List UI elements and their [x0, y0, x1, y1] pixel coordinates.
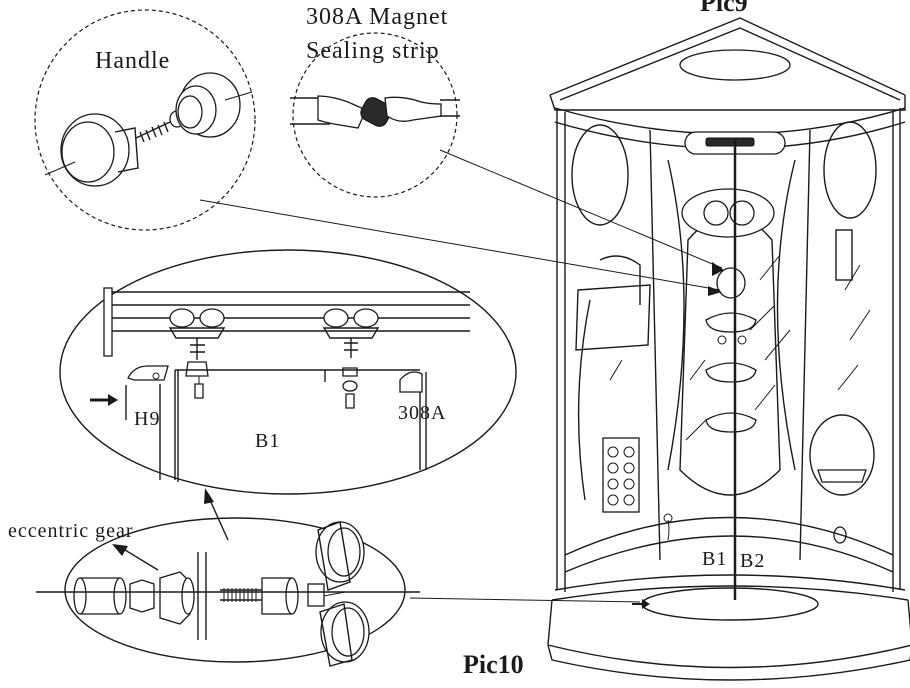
- b2-cabin-label: B2: [740, 550, 766, 572]
- gear-leader-line: [409, 597, 641, 603]
- magnet-label-line2: Sealing strip: [306, 38, 440, 64]
- handle-detail-callout: [34, 9, 256, 231]
- handle-leader-line: [199, 199, 721, 291]
- magnet-leader-line: [439, 149, 723, 269]
- h9-label: H9: [134, 408, 161, 430]
- gear-label-arrow-icon: [112, 544, 128, 556]
- pic10-label: Pic10: [463, 650, 524, 679]
- door-top-detail-inset: [59, 249, 517, 495]
- b1-inset-label: B1: [255, 430, 281, 452]
- code-308a-label: 308A: [398, 402, 447, 424]
- magnet-strip-callout: [290, 32, 460, 198]
- inset-pointer-arrow-icon: [204, 488, 214, 504]
- eccentric-gear-detail-inset: [36, 517, 420, 667]
- eccentric-gear-label: eccentric gear: [8, 520, 134, 542]
- handle-label: Handle: [95, 48, 171, 74]
- b1-cabin-label: B1: [702, 548, 728, 570]
- shower-cabin-illustration: [547, 17, 910, 681]
- pic9-label: Pic9: [700, 0, 748, 17]
- magnet-label-line1: 308A Magnet: [306, 4, 449, 30]
